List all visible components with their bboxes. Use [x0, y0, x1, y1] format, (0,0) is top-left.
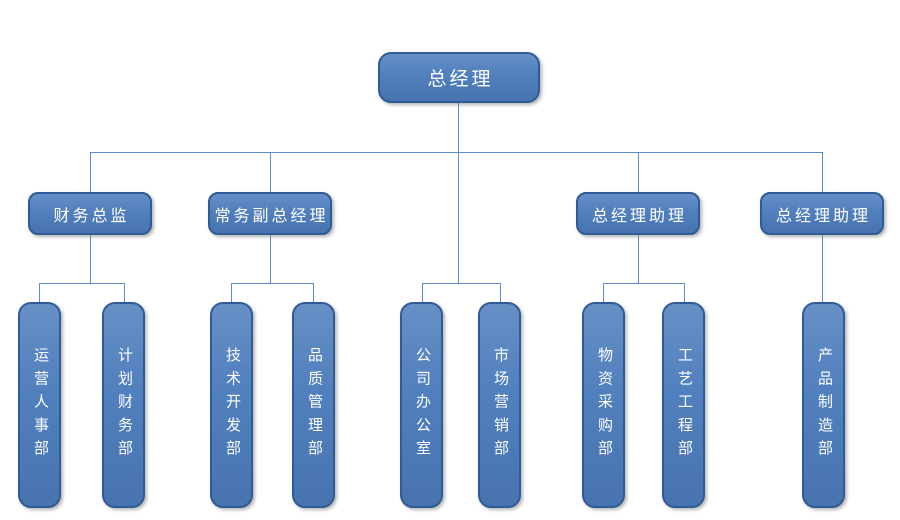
connector-drop-dept-tech-development — [231, 283, 232, 302]
node-label: 公司办公室 — [414, 346, 430, 464]
node-label: 品质管理部 — [306, 346, 322, 464]
connector-drop-dept-planning-finance — [124, 283, 125, 302]
connector-drop-dept-procurement — [603, 283, 604, 302]
node-label: 总经理助理 — [591, 207, 687, 225]
node-general-manager[interactable]: 总经理 — [378, 52, 540, 103]
connector-level2-rail — [90, 152, 823, 153]
connector-stem-finance-director — [90, 235, 91, 283]
node-finance-director[interactable]: 财务总监 — [28, 192, 152, 235]
node-dept-operations-hr[interactable]: 运营人事部 — [18, 302, 61, 508]
node-label: 财务总监 — [53, 207, 130, 225]
connector-stem-gm-assistant-2 — [822, 235, 823, 302]
node-gm-assistant-2[interactable]: 总经理助理 — [760, 192, 884, 235]
node-dept-marketing[interactable]: 市场营销部 — [478, 302, 521, 508]
node-label: 总经理 — [427, 69, 494, 90]
connector-drop-dept-process-engineering — [684, 283, 685, 302]
connector-drop-dept-operations-hr — [39, 283, 40, 302]
node-dept-planning-finance[interactable]: 计划财务部 — [102, 302, 145, 508]
node-dept-company-office[interactable]: 公司办公室 — [400, 302, 443, 508]
node-label: 物资采购部 — [596, 346, 612, 464]
node-dept-tech-development[interactable]: 技术开发部 — [210, 302, 253, 508]
connector-drop-deputy-gm — [270, 152, 271, 192]
connector-bar-deputy-group — [231, 283, 313, 284]
node-label: 市场营销部 — [492, 346, 508, 464]
connector-bar-finance-group — [39, 283, 124, 284]
connector-drop-dept-company-office — [422, 283, 423, 302]
node-label: 工艺工程部 — [676, 346, 692, 464]
node-label: 计划财务部 — [116, 346, 132, 464]
node-label: 常务副总经理 — [214, 207, 329, 225]
connector-drop-dept-quality-management — [313, 283, 314, 302]
node-label: 运营人事部 — [32, 346, 48, 464]
connector-drop-gm-assistant-2 — [822, 152, 823, 192]
connector-drop-finance-director — [90, 152, 91, 192]
node-gm-assistant-1[interactable]: 总经理助理 — [576, 192, 700, 235]
connector-bar-office-group — [422, 283, 500, 284]
node-dept-process-engineering[interactable]: 工艺工程部 — [662, 302, 705, 508]
connector-drop-dept-marketing — [500, 283, 501, 302]
connector-stem-deputy-gm — [270, 235, 271, 283]
connector-bar-assistant1-group — [603, 283, 684, 284]
node-dept-procurement[interactable]: 物资采购部 — [582, 302, 625, 508]
node-executive-deputy-gm[interactable]: 常务副总经理 — [208, 192, 332, 235]
node-label: 总经理助理 — [775, 207, 871, 225]
node-label: 技术开发部 — [224, 346, 240, 464]
node-label: 产品制造部 — [816, 346, 832, 464]
connector-drop-gm-assistant-1 — [638, 152, 639, 192]
node-dept-product-manufacturing[interactable]: 产品制造部 — [802, 302, 845, 508]
node-dept-quality-management[interactable]: 品质管理部 — [292, 302, 335, 508]
connector-root-stem — [458, 103, 459, 283]
connector-stem-gm-assistant-1 — [638, 235, 639, 283]
